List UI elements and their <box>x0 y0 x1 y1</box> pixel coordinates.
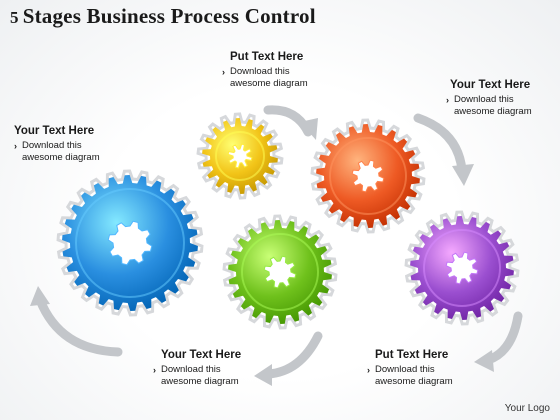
logo-text: Your Logo <box>504 403 550 414</box>
gear-3-inner-ring <box>329 137 407 215</box>
stage-label-5: Put Text Here › Download this awesome di… <box>367 349 453 388</box>
bullet-icon: › <box>14 141 17 151</box>
gear-5-icon <box>404 210 520 326</box>
gear-3-hub <box>351 159 385 193</box>
stage-label-2: Put Text Here › Download this awesome di… <box>222 51 308 90</box>
arrowhead-green-to-bottom <box>254 364 272 386</box>
arrow-green-to-bottom <box>263 331 323 379</box>
bullet-icon: › <box>153 365 156 375</box>
stage-4-heading: Your Text Here <box>161 349 242 361</box>
stage-label-3: Your Text Here › Download this awesome d… <box>446 79 532 118</box>
gear-4-inner-ring <box>241 233 319 311</box>
stage-3-line1: Download this <box>454 94 514 105</box>
stage-3-heading: Your Text Here <box>450 79 531 91</box>
stage-2-body: › Download this awesome diagram <box>222 66 308 90</box>
arrow-blue-to-left <box>35 295 123 357</box>
title-number: 5 <box>10 8 19 27</box>
gear-5-inner-ring <box>423 229 501 307</box>
stage-5-body: › Download this awesome diagram <box>367 364 453 388</box>
stage-4-body: › Download this awesome diagram <box>153 364 241 388</box>
title-text: Stages Business Process Control <box>22 4 316 28</box>
bullet-icon: › <box>446 95 449 105</box>
stage-2-heading: Put Text Here <box>230 51 304 63</box>
gear-5-hub <box>445 251 479 285</box>
gear-1-icon <box>56 169 204 317</box>
stage-5-heading: Put Text Here <box>375 349 449 361</box>
gear-2-hub <box>227 143 253 169</box>
stage-5-line1: Download this <box>375 364 435 375</box>
arrow-yellow-to-orange <box>263 105 313 137</box>
stage-label-4: Your Text Here › Download this awesome d… <box>153 349 241 388</box>
stage-5-line2: awesome diagram <box>375 376 453 387</box>
gear-1-inner-ring <box>75 188 185 298</box>
stage-1-line1: Download this <box>22 140 82 151</box>
arrowhead-purple-to-bottom <box>474 350 494 372</box>
arrow-orange-to-purple <box>413 113 467 175</box>
stage-4-line2: awesome diagram <box>161 376 239 387</box>
gear-4-hub <box>263 255 297 289</box>
arrowhead-orange-to-purple <box>452 164 474 186</box>
gear-3-icon <box>310 118 426 234</box>
arrowhead-blue-to-left <box>30 286 50 306</box>
stage-3-body: › Download this awesome diagram <box>446 94 532 118</box>
gear-4-icon <box>222 214 338 330</box>
stage-4-line1: Download this <box>161 364 221 375</box>
stage-label-1: Your Text Here › Download this awesome d… <box>14 125 100 164</box>
stage-1-body: › Download this awesome diagram <box>14 140 100 164</box>
stage-2-line2: awesome diagram <box>230 78 308 89</box>
bullet-icon: › <box>367 365 370 375</box>
gear-2-inner-ring <box>215 131 265 181</box>
gear-2-icon <box>196 112 284 200</box>
gear-1-hub <box>107 220 153 266</box>
arrow-purple-to-bottom <box>483 311 523 365</box>
stage-2-line1: Download this <box>230 66 290 77</box>
stage-1-line2: awesome diagram <box>22 152 100 163</box>
arrowhead-yellow-to-orange <box>300 118 318 140</box>
stage-3-line2: awesome diagram <box>454 106 532 117</box>
stage-1-heading: Your Text Here <box>14 125 95 137</box>
bullet-icon: › <box>222 67 225 77</box>
